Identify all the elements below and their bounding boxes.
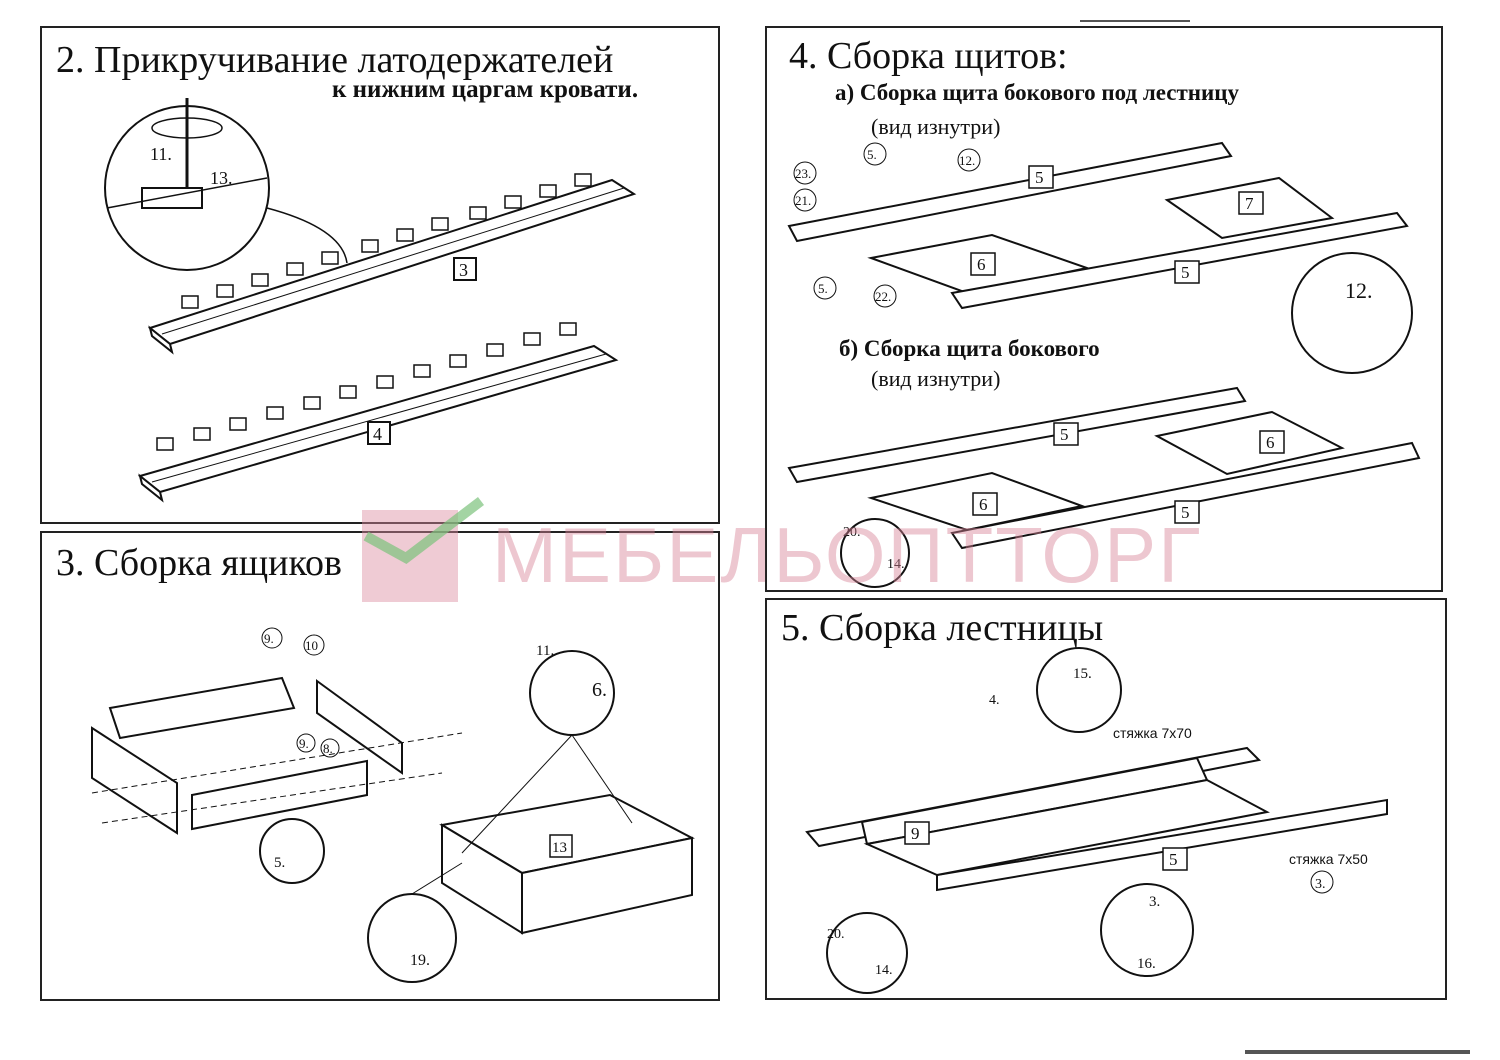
callout-9a: 9. [264,631,274,646]
part-6c: 6 [979,495,988,514]
bracket-magnifier-2 [826,912,908,994]
part-4: 4 [373,424,382,444]
section-4b-subtitle: б) Сборка щита бокового [839,336,1100,361]
callout-3b: 3. [1315,877,1326,892]
drawer-frame [91,676,403,835]
callout-8: 8. [323,741,333,756]
section-4b-view: (вид изнутри) [871,366,1001,391]
section-4-drawing: 5 7 6 5 23. 21. 5. 12. 5. 22. 5 6 6 5 12… [787,141,1421,588]
callout-11: 11. [536,643,554,659]
part-5a: 5 [1035,168,1044,187]
callout-12: 12. [959,153,975,168]
section-3-title: 3. Сборка ящиков [56,542,342,584]
part-6a: 6 [977,255,986,274]
callout-4: 4. [989,693,1000,708]
panel-b-boards [787,386,1421,550]
section-4a-view: (вид изнутри) [871,114,1001,139]
rail-3 [147,178,637,355]
section-3-panel: 3. Сборка ящиков 9. 10 9. 8. 5. 13 6. 11… [40,531,720,1001]
part-5: 5 [1169,850,1178,869]
lath-holders-row-1 [181,173,592,309]
tie-7x70: стяжка 7х70 [1113,725,1192,741]
callout-20: 20. [843,525,861,540]
callout-14: 14. [887,557,905,572]
section-2-drawing: 11. 13. 3 [104,98,637,503]
callout-20: 20. [827,927,845,942]
callout-6: 6. [592,679,607,701]
callout-15: 15. [1073,666,1092,682]
section-5-drawing: 15. 4. стяжка 7х70 стяжка 7х50 9 5 3. 3.… [805,647,1388,994]
section-5-panel: 5. Сборка лестницы 15. 4. стяжка 7х70 ст… [765,598,1447,1000]
section-4-title: 4. Сборка щитов: [789,35,1068,77]
section-4a-subtitle: а) Сборка щита бокового под лестницу [835,80,1240,105]
callout-21: 21. [795,193,811,208]
tie-7x50: стяжка 7х50 [1289,851,1368,867]
cap-magnifier [1100,883,1194,977]
part-6b: 6 [1266,433,1275,452]
bracket-magnifier [840,518,910,588]
lath-holders-row-2 [156,322,577,451]
callout-14: 14. [875,963,893,978]
callout-12b: 12. [1345,278,1373,303]
scan-mark-bottom [1245,1050,1470,1054]
callout-10: 10 [305,638,318,653]
rail-4 [137,344,619,503]
section-2-title: 2. Прикручивание латодержателей [56,39,614,81]
callout-16: 16. [1137,956,1156,972]
section-5-title: 5. Сборка лестницы [781,607,1104,649]
section-3-drawing: 9. 10 9. 8. 5. 13 6. 11. 19. [91,627,695,983]
drawer-assembled [439,793,695,935]
section-2-panel: 2. Прикручивание латодержателей к нижним… [40,26,720,524]
callout-5a: 5. [867,147,877,162]
part-7: 7 [1245,194,1254,213]
part-5c: 5 [1060,425,1069,444]
callout-19: 19. [410,952,430,969]
callout-11: 11. [150,144,172,164]
part-5d: 5 [1181,503,1190,522]
scan-mark-top [1080,20,1190,22]
glue-magnifier [1291,252,1413,374]
callout-5: 5. [274,855,285,871]
section-2-subtitle: к нижним царгам кровати. [332,76,639,103]
callout-23: 23. [795,166,811,181]
panel-a-boards [787,141,1409,310]
part-5b: 5 [1181,263,1190,282]
screw-magnifier [259,818,325,884]
callout-3: 3. [1149,894,1160,910]
bolt-magnifier [1036,647,1122,733]
part-3: 3 [459,260,468,280]
ladder-boards [805,746,1388,892]
section-4-panel: 4. Сборка щитов: а) Сборка щита бокового… [765,26,1443,592]
part-9: 9 [911,824,920,843]
part-13: 13 [552,840,567,856]
callout-13: 13. [210,168,233,188]
callout-9b: 9. [299,736,309,751]
callout-22: 22. [875,289,891,304]
callout-5b: 5. [818,281,828,296]
